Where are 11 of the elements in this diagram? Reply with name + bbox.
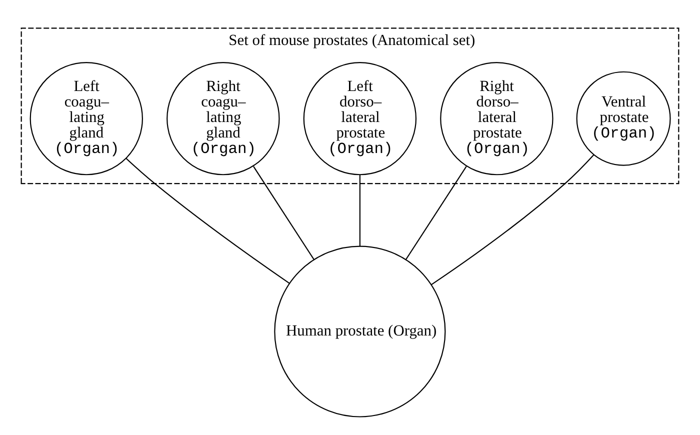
node-circle: Left dorso– lateral prostate (Organ) [303,61,417,175]
node-circle: Left coagu– lating gland (Organ) [30,61,143,175]
node-circle: Right dorso– lateral prostate (Organ) [440,61,554,175]
connector [126,158,290,284]
connector [405,166,467,260]
node-circle: Ventral prostate (Organ) [576,70,671,166]
connector [253,166,315,260]
connector [431,154,594,285]
node-circle: Human prostate (Organ) [274,245,446,417]
node-circle: Right coagu– lating gland (Organ) [166,61,280,175]
connector [359,174,360,246]
